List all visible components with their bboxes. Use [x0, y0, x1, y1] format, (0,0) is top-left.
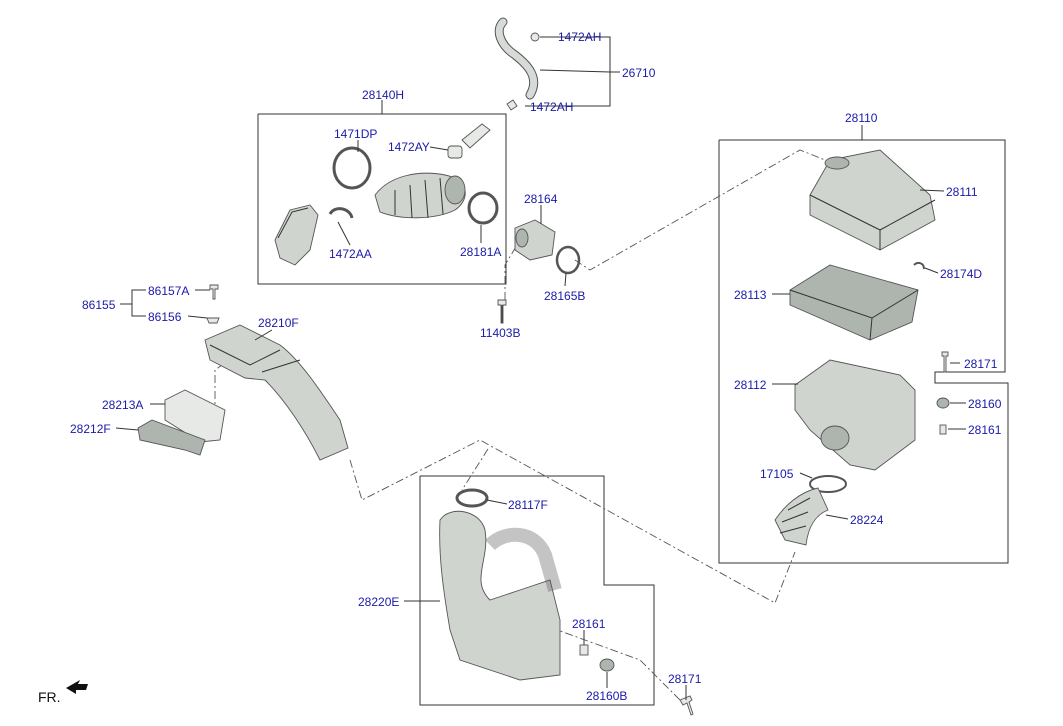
bolt-86157A [209, 284, 219, 300]
grommet-28160 [936, 397, 950, 409]
assembly-line-1 [349, 439, 796, 604]
clamp-1471DP [332, 146, 372, 190]
label-1472AA: 1472AA [329, 247, 372, 261]
label-1472AH-mid: 1472AH [530, 100, 574, 114]
resonator-cap [274, 204, 319, 266]
clamp-28181A [467, 191, 499, 225]
spacer-28161-bottom [579, 644, 589, 656]
bolt-28171-right [941, 351, 949, 373]
bracket-28212F [137, 419, 206, 456]
clip-1472AH-mid [506, 99, 518, 111]
label-17105: 17105 [760, 467, 794, 481]
valve-fitting [461, 123, 491, 149]
gasket-17105 [809, 475, 847, 493]
label-28181A: 28181A [460, 245, 502, 259]
label-86156: 86156 [148, 310, 182, 324]
label-1472AH-top: 1472AH [558, 30, 602, 44]
gasket-28117F [455, 488, 489, 508]
label-28111: 28111 [946, 185, 978, 199]
seal-28165B [555, 245, 581, 275]
label-11403B: 11403B [480, 326, 521, 340]
label-28213A: 28213A [102, 398, 144, 412]
box-28110 [718, 139, 1009, 564]
label-28224: 28224 [850, 513, 884, 527]
label-28220E: 28220E [358, 595, 400, 609]
box-28220E [419, 475, 655, 706]
box-28140H [257, 113, 507, 285]
front-direction-label: FR. [38, 689, 61, 705]
label-28113: 28113 [734, 288, 767, 302]
label-28160: 28160 [968, 397, 1002, 411]
label-26710: 26710 [622, 66, 656, 80]
assembly-line-5 [474, 599, 681, 701]
label-28112: 28112 [734, 378, 767, 392]
assembly-line-3 [574, 149, 826, 271]
duct-28210F [204, 324, 349, 461]
label-28165B: 28165B [544, 289, 586, 303]
fitting-1472AY [447, 145, 463, 159]
label-28161-bottom: 28161 [572, 617, 606, 631]
label-28212F: 28212F [70, 422, 111, 436]
air-cleaner-body-28112 [794, 359, 916, 471]
label-1472AY: 1472AY [388, 140, 430, 154]
label-28160B: 28160B [586, 689, 628, 703]
front-direction-arrow-icon [66, 680, 88, 694]
label-28164: 28164 [524, 192, 558, 206]
label-1471DP: 1471DP [334, 127, 378, 141]
clip-1472AH-top [530, 32, 540, 42]
label-28171-right: 28171 [964, 357, 998, 371]
label-28117F: 28117F [508, 498, 548, 512]
clamp-1472AA [328, 207, 354, 219]
resonator-28220E [439, 510, 561, 681]
air-filter-28113 [789, 264, 919, 341]
bracket-28213A [164, 389, 226, 443]
clip-28174D [913, 261, 925, 270]
label-28210F: 28210F [258, 316, 299, 330]
label-28140H: 28140H [362, 88, 405, 102]
label-28110: 28110 [845, 111, 878, 125]
label-28174D: 28174D [940, 267, 983, 281]
grommet-28160B [599, 658, 615, 672]
label-28171-bottom: 28171 [668, 672, 702, 686]
bolt-28171-bottom [679, 695, 694, 716]
washer-86156 [206, 317, 220, 324]
assembly-line-2 [461, 448, 489, 491]
spacer-28161-right [939, 424, 947, 435]
duct-28224 [774, 487, 829, 546]
assembly-line-4 [214, 344, 251, 410]
label-86157A: 86157A [148, 284, 190, 298]
label-86155: 86155 [82, 298, 116, 312]
label-28161-right: 28161 [968, 423, 1002, 437]
